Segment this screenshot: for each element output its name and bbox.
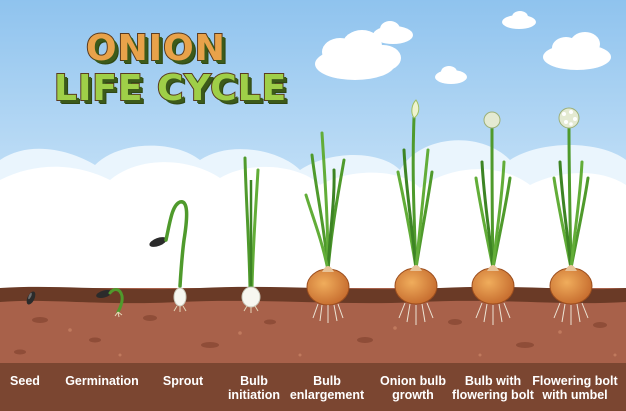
sprout-illustration [149,200,189,312]
seed-illustration [26,291,36,305]
bulb-flowering-bolt-illustration [471,111,515,325]
bulb-initiation-illustration [241,156,261,313]
flowering-bolt-umbel-illustration [549,107,593,325]
stage-label-germination: Germination [65,374,139,388]
cloud [435,66,467,84]
onion-bulb-growth-illustration [394,99,438,325]
cloud [543,32,611,70]
title-line-1: ONION [85,27,226,70]
cloud [315,30,401,80]
cloud [502,11,536,29]
sky-clouds [315,11,611,84]
label-band [0,363,626,411]
soil [0,286,626,374]
title-line-2: LIFE CYCLE [53,67,288,110]
bulb-enlargement-illustration [304,131,350,323]
stage-label-sprout: Sprout [162,374,204,388]
cloud [373,21,413,44]
stage-label-seed: Seed [10,374,40,388]
germination-illustration [96,288,124,318]
